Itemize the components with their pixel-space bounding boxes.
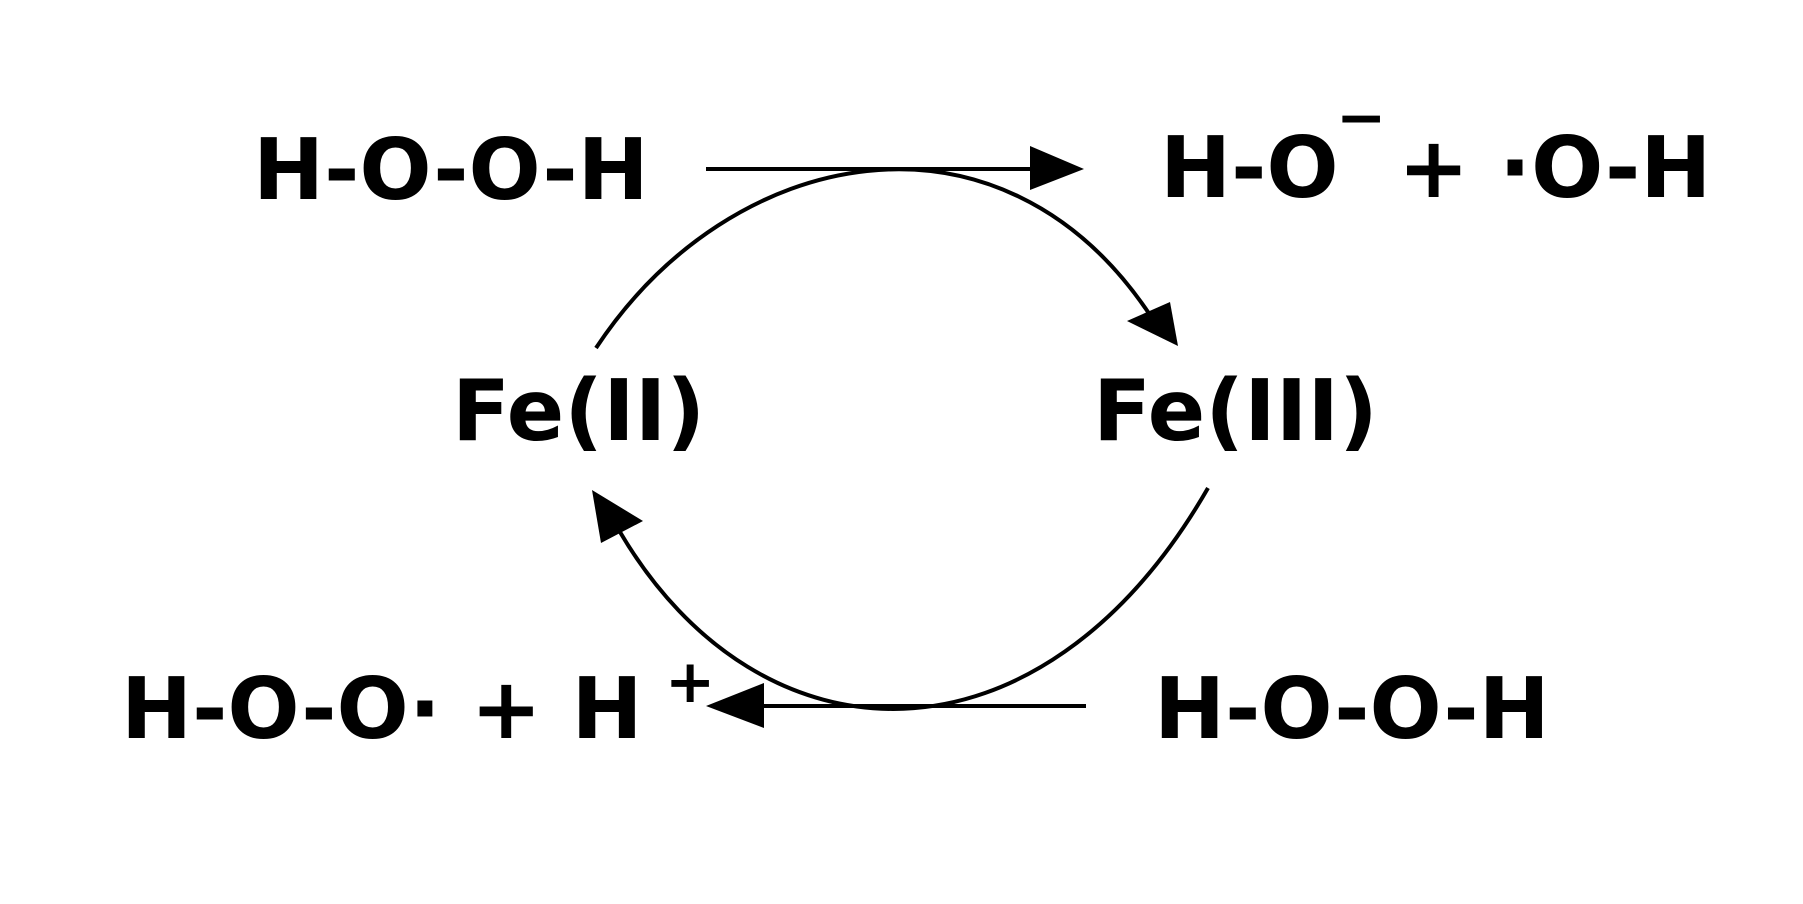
hydroxyl-radical-formula: + ·O-H (1398, 119, 1711, 218)
hydroperoxyl-radical-formula: H-O-O· + H (121, 660, 643, 759)
top-left-reactant-formula: H-O-O-H (253, 121, 649, 220)
negative-charge-sign: − (1336, 83, 1386, 153)
bottom-right-reactant-formula: H-O-O-H (1154, 660, 1550, 759)
oxidation-curve-arrow (594, 167, 1178, 350)
iron-iii-label: Fe(III) (1093, 362, 1378, 461)
bottom-reaction-arrow (706, 683, 1086, 728)
positive-charge-sign: + (665, 647, 715, 717)
reduction-curve-arrow (592, 487, 1210, 711)
hydroxide-ion-formula: H-O (1160, 119, 1339, 218)
iron-ii-label: Fe(II) (452, 362, 705, 461)
